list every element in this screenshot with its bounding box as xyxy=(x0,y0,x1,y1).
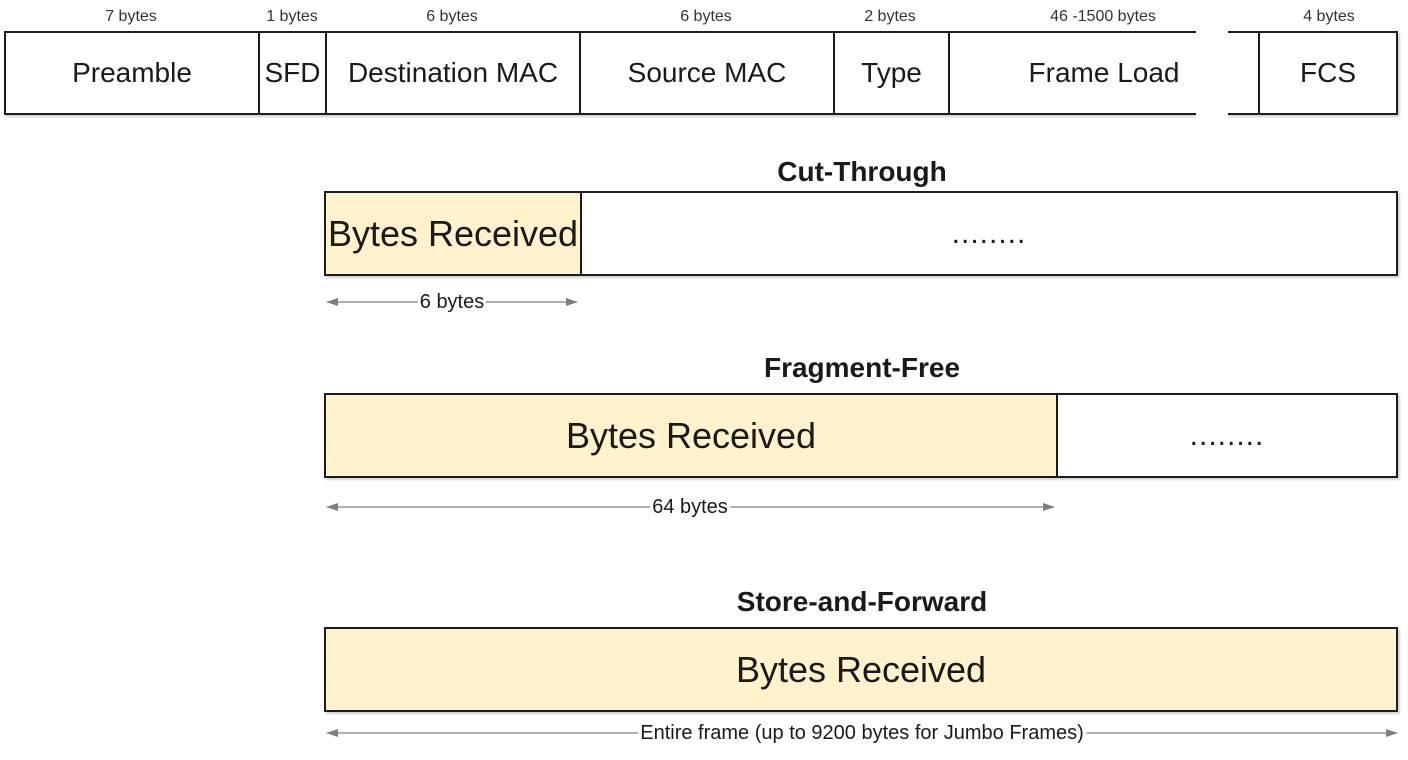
sfd-field: SFD xyxy=(258,31,325,115)
type-field: Type xyxy=(833,31,948,115)
frame-load-break xyxy=(1196,26,1228,122)
ethernet-frame: Preamble SFD Destination MAC Source MAC … xyxy=(4,31,1398,115)
cut-through-received: Bytes Received xyxy=(326,193,582,274)
preamble-size-label: 7 bytes xyxy=(105,8,157,25)
cut-through-span-arrow: 6 bytes xyxy=(326,292,578,312)
fragment-free-title: Fragment-Free xyxy=(763,352,961,383)
type-size-label: 2 bytes xyxy=(864,8,916,25)
preamble-field: Preamble xyxy=(4,31,258,115)
cut-through-bar: Bytes Received ........ xyxy=(324,191,1398,276)
fcs-field: FCS xyxy=(1258,31,1398,115)
fcs-size-label: 4 bytes xyxy=(1303,8,1355,25)
fragment-free-received: Bytes Received xyxy=(326,395,1058,476)
fragment-free-span-label: 64 bytes xyxy=(650,496,730,518)
frame-load-size-label: 46 -1500 bytes xyxy=(1050,8,1156,25)
store-and-forward-title: Store-and-Forward xyxy=(736,586,988,617)
source-mac-field: Source MAC xyxy=(579,31,833,115)
destination-mac-field: Destination MAC xyxy=(325,31,579,115)
fragment-free-span-arrow: 64 bytes xyxy=(326,497,1055,517)
sfd-size-label: 1 bytes xyxy=(266,8,318,25)
store-and-forward-span-arrow: Entire frame (up to 9200 bytes for Jumbo… xyxy=(326,723,1398,743)
cut-through-title: Cut-Through xyxy=(777,156,947,187)
store-and-forward-span-label: Entire frame (up to 9200 bytes for Jumbo… xyxy=(638,722,1086,744)
cut-through-remaining: ........ xyxy=(951,216,1027,250)
store-and-forward-bar: Bytes Received xyxy=(324,627,1398,712)
destination-mac-size-label: 6 bytes xyxy=(426,8,478,25)
store-and-forward-received: Bytes Received xyxy=(326,629,1396,710)
source-mac-size-label: 6 bytes xyxy=(680,8,732,25)
fragment-free-bar: Bytes Received ........ xyxy=(324,393,1398,478)
fragment-free-remaining: ........ xyxy=(1189,418,1265,452)
cut-through-span-label: 6 bytes xyxy=(417,291,487,313)
